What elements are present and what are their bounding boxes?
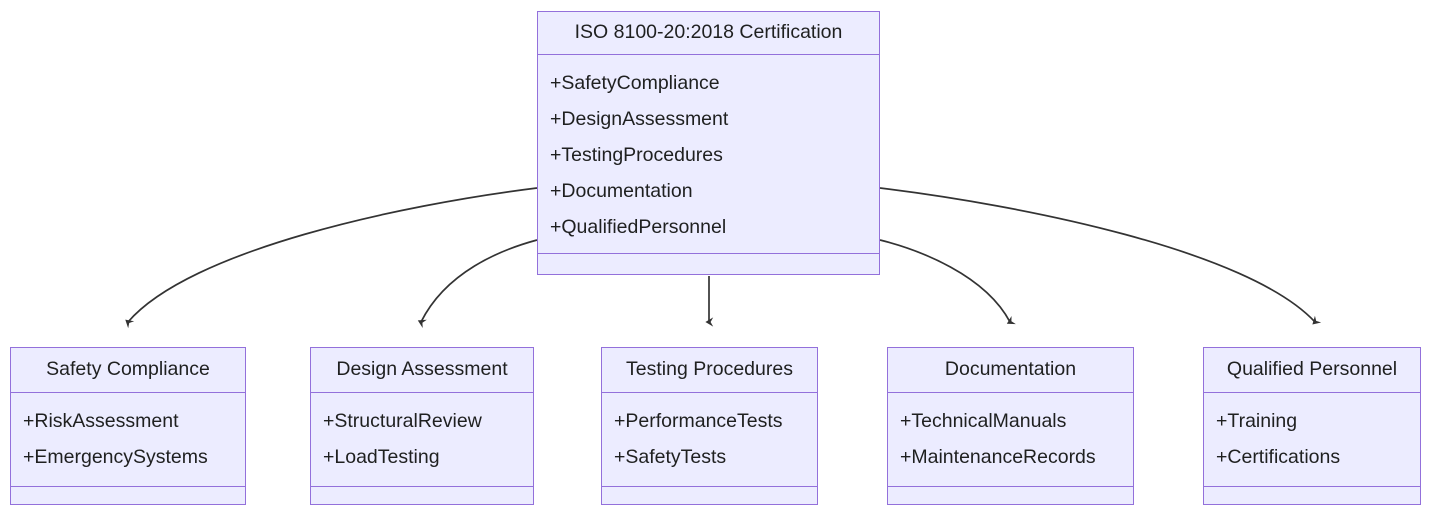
class-attribute: +MaintenanceRecords: [900, 446, 1096, 469]
edge-root-to-documentation: [879, 239, 1016, 325]
edge-root-to-qualified-personnel: [879, 187, 1322, 325]
class-attribute: +QualifiedPersonnel: [550, 215, 727, 238]
class-attribute: +LoadTesting: [323, 446, 440, 469]
class-name-label: Documentation: [944, 358, 1077, 381]
class-name-label: Safety Compliance: [46, 358, 210, 381]
class-attribute: +TestingProcedures: [550, 143, 723, 166]
class-methods-compartment: [11, 487, 245, 504]
class-attribute: +Training: [1216, 410, 1298, 432]
class-attribute: +SafetyCompliance: [550, 71, 720, 94]
class-attribute: +DesignAssessment: [550, 107, 729, 130]
class-name-header: Testing Procedures: [602, 348, 817, 393]
class-attributes-compartment: +RiskAssessment +EmergencySystems: [11, 393, 245, 487]
class-methods-compartment: [538, 254, 879, 274]
class-attribute: +RiskAssessment: [23, 410, 179, 432]
class-attributes-compartment: +SafetyCompliance +DesignAssessment +Tes…: [538, 55, 879, 254]
class-attributes-compartment: +TechnicalManuals +MaintenanceRecords: [888, 393, 1133, 487]
class-name-header: Documentation: [888, 348, 1133, 393]
class-name-header: ISO 8100-20:2018 Certification: [538, 12, 879, 55]
class-name-header: Design Assessment: [311, 348, 533, 393]
class-attribute: +Certifications: [1216, 446, 1341, 469]
class-name-header: Safety Compliance: [11, 348, 245, 393]
class-attribute: +StructuralReview: [323, 410, 482, 432]
class-attributes-compartment: +StructuralReview +LoadTesting: [311, 393, 533, 487]
class-attributes-compartment: +Training +Certifications: [1204, 393, 1420, 487]
class-methods-compartment: [602, 487, 817, 504]
class-methods-compartment: [1204, 487, 1420, 504]
class-node-qualified-personnel[interactable]: Qualified Personnel +Training +Certifica…: [1203, 347, 1421, 505]
class-methods-compartment: [311, 487, 533, 504]
class-attribute: +SafetyTests: [614, 446, 727, 469]
class-methods-compartment: [888, 487, 1133, 504]
class-attribute: +PerformanceTests: [614, 410, 783, 432]
class-node-safety-compliance[interactable]: Safety Compliance +RiskAssessment +Emerg…: [10, 347, 246, 505]
edge-root-to-design-assessment: [417, 239, 538, 328]
class-name-label: Design Assessment: [336, 358, 508, 381]
class-name-label: Qualified Personnel: [1226, 358, 1398, 381]
class-attribute: +TechnicalManuals: [900, 410, 1067, 432]
class-attribute: +Documentation: [550, 179, 693, 202]
class-attributes-compartment: +PerformanceTests +SafetyTests: [602, 393, 817, 487]
class-node-testing-procedures[interactable]: Testing Procedures +PerformanceTests +Sa…: [601, 347, 818, 505]
class-node-iso-certification[interactable]: ISO 8100-20:2018 Certification +SafetyCo…: [537, 11, 880, 275]
class-name-label: ISO 8100-20:2018 Certification: [574, 21, 843, 44]
class-node-design-assessment[interactable]: Design Assessment +StructuralReview +Loa…: [310, 347, 534, 505]
class-name-header: Qualified Personnel: [1204, 348, 1420, 393]
class-name-label: Testing Procedures: [626, 358, 793, 381]
edge-root-to-safety-compliance: [125, 187, 538, 329]
class-node-documentation[interactable]: Documentation +TechnicalManuals +Mainten…: [887, 347, 1134, 505]
class-attribute: +EmergencySystems: [23, 446, 208, 469]
